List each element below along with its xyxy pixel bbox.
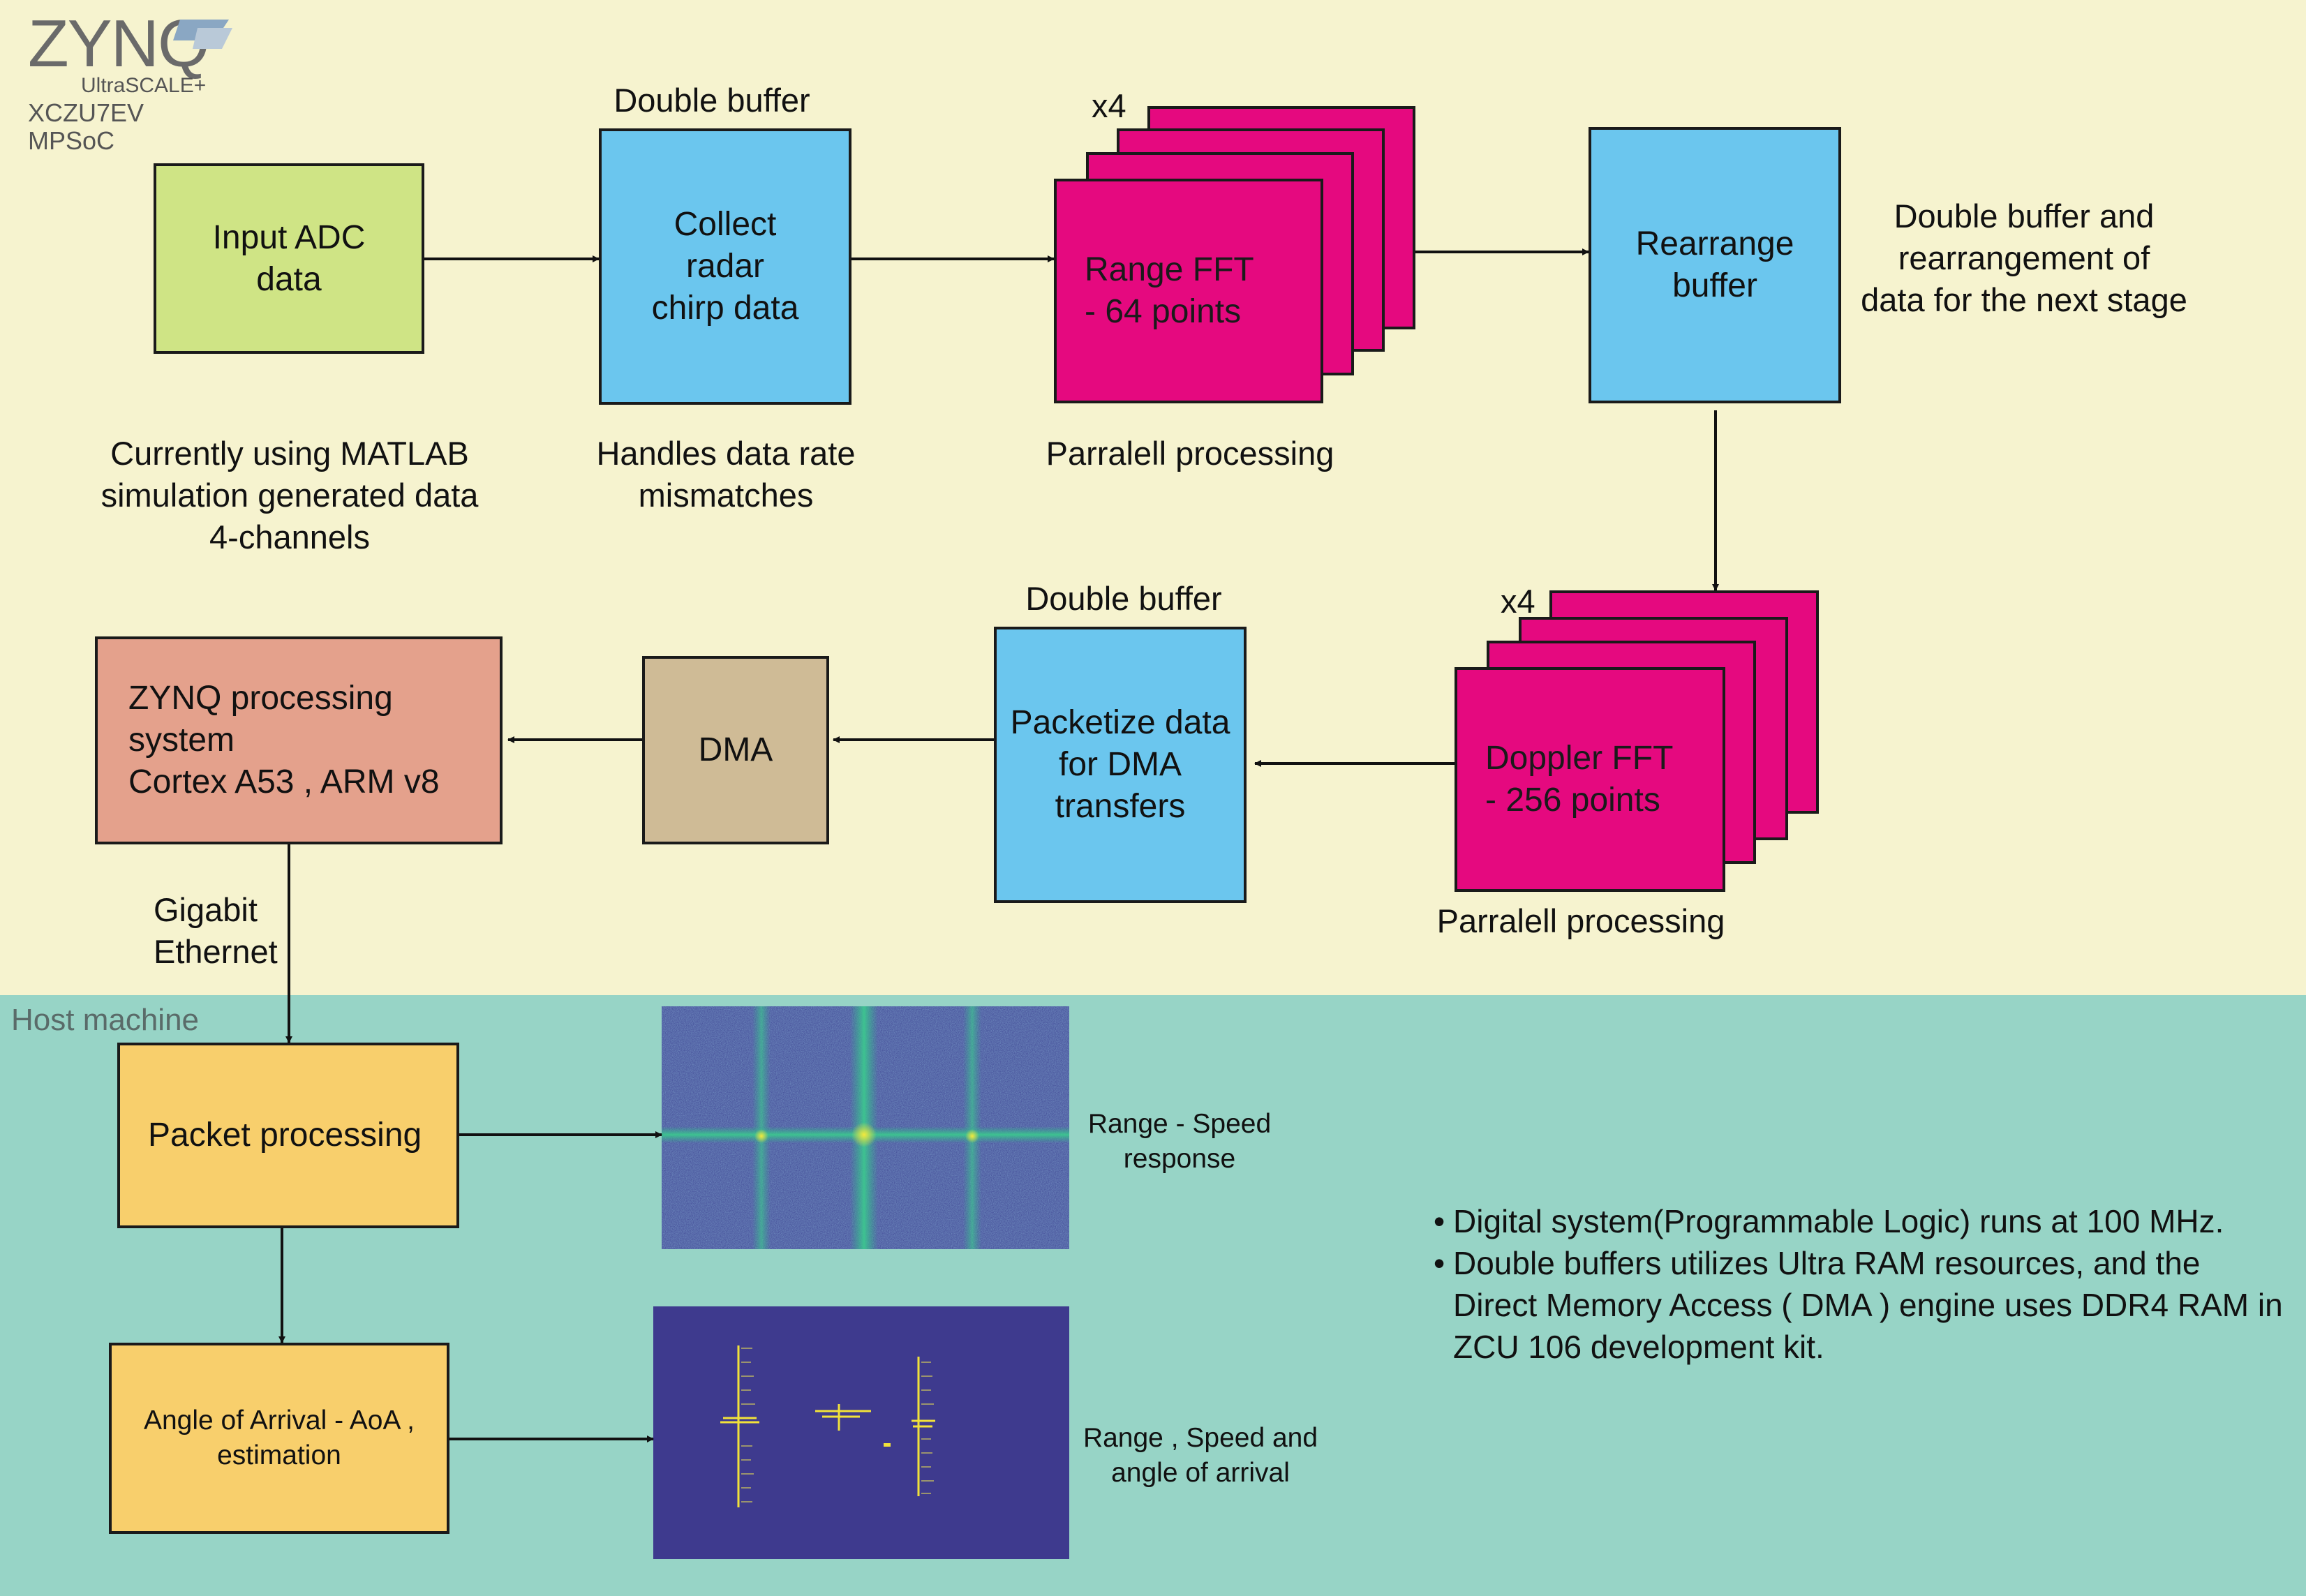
x4-label-2: x4 [1501, 583, 1535, 620]
aoa-plot-image [653, 1306, 1069, 1559]
input-adc-block: Input ADC data [154, 163, 424, 354]
note-item-2: Double buffers utilizes Ultra RAM resour… [1453, 1242, 2289, 1368]
doppler-fft-block: Doppler FFT - 256 points [1455, 667, 1725, 892]
mismatch-note: Handles data rate mismatches [596, 435, 856, 514]
range-speed-label: Range - Speed response [1087, 1109, 1272, 1174]
zynq-logo: ZYNQ UltraSCALE+ XCZU7EV MPSoC [28, 6, 237, 155]
zynq-logo-text: ZYNQ [28, 6, 210, 81]
zynq-logo-icon [173, 20, 232, 49]
device-text: XCZU7EV MPSoC [28, 98, 144, 155]
range-speed-aoa-label: Range , Speed and angle of arrival [1083, 1423, 1318, 1488]
gigabit-ethernet-label: Gigabit Ethernet [154, 891, 278, 970]
rearrange-note: Double buffer and rearrangement of data … [1861, 197, 2187, 318]
collect-radar-chirp-block: Collect radar chirp data [599, 128, 851, 405]
range-fft-block: Range FFT - 64 points [1054, 179, 1323, 403]
packet-processing-block: Packet processing [117, 1043, 459, 1228]
packetize-data-block: Packetize data for DMA transfers [994, 627, 1247, 903]
ultrascale-text: UltraSCALE+ [81, 74, 207, 97]
dma-block: DMA [642, 656, 829, 844]
x4-label-1: x4 [1092, 87, 1126, 124]
zynq-processing-system-block: ZYNQ processing system Cortex A53 , ARM … [95, 636, 503, 844]
range-speed-heatmap-image [662, 1006, 1069, 1249]
parallel-processing-label-1: Parralell processing [1046, 435, 1334, 472]
matlab-note: Currently using MATLAB simulation genera… [101, 435, 479, 555]
double-buffer-label-1: Double buffer [613, 82, 810, 119]
double-buffer-label-2: Double buffer [1025, 580, 1222, 617]
notes-list: Digital system(Programmable Logic) runs … [1431, 1200, 2289, 1368]
note-item-1: Digital system(Programmable Logic) runs … [1453, 1200, 2289, 1242]
rearrange-buffer-block: Rearrange buffer [1589, 127, 1841, 403]
host-machine-label: Host machine [11, 1003, 200, 1037]
aoa-estimation-block: Angle of Arrival - AoA , estimation [109, 1343, 449, 1534]
parallel-processing-label-2: Parralell processing [1436, 902, 1725, 939]
